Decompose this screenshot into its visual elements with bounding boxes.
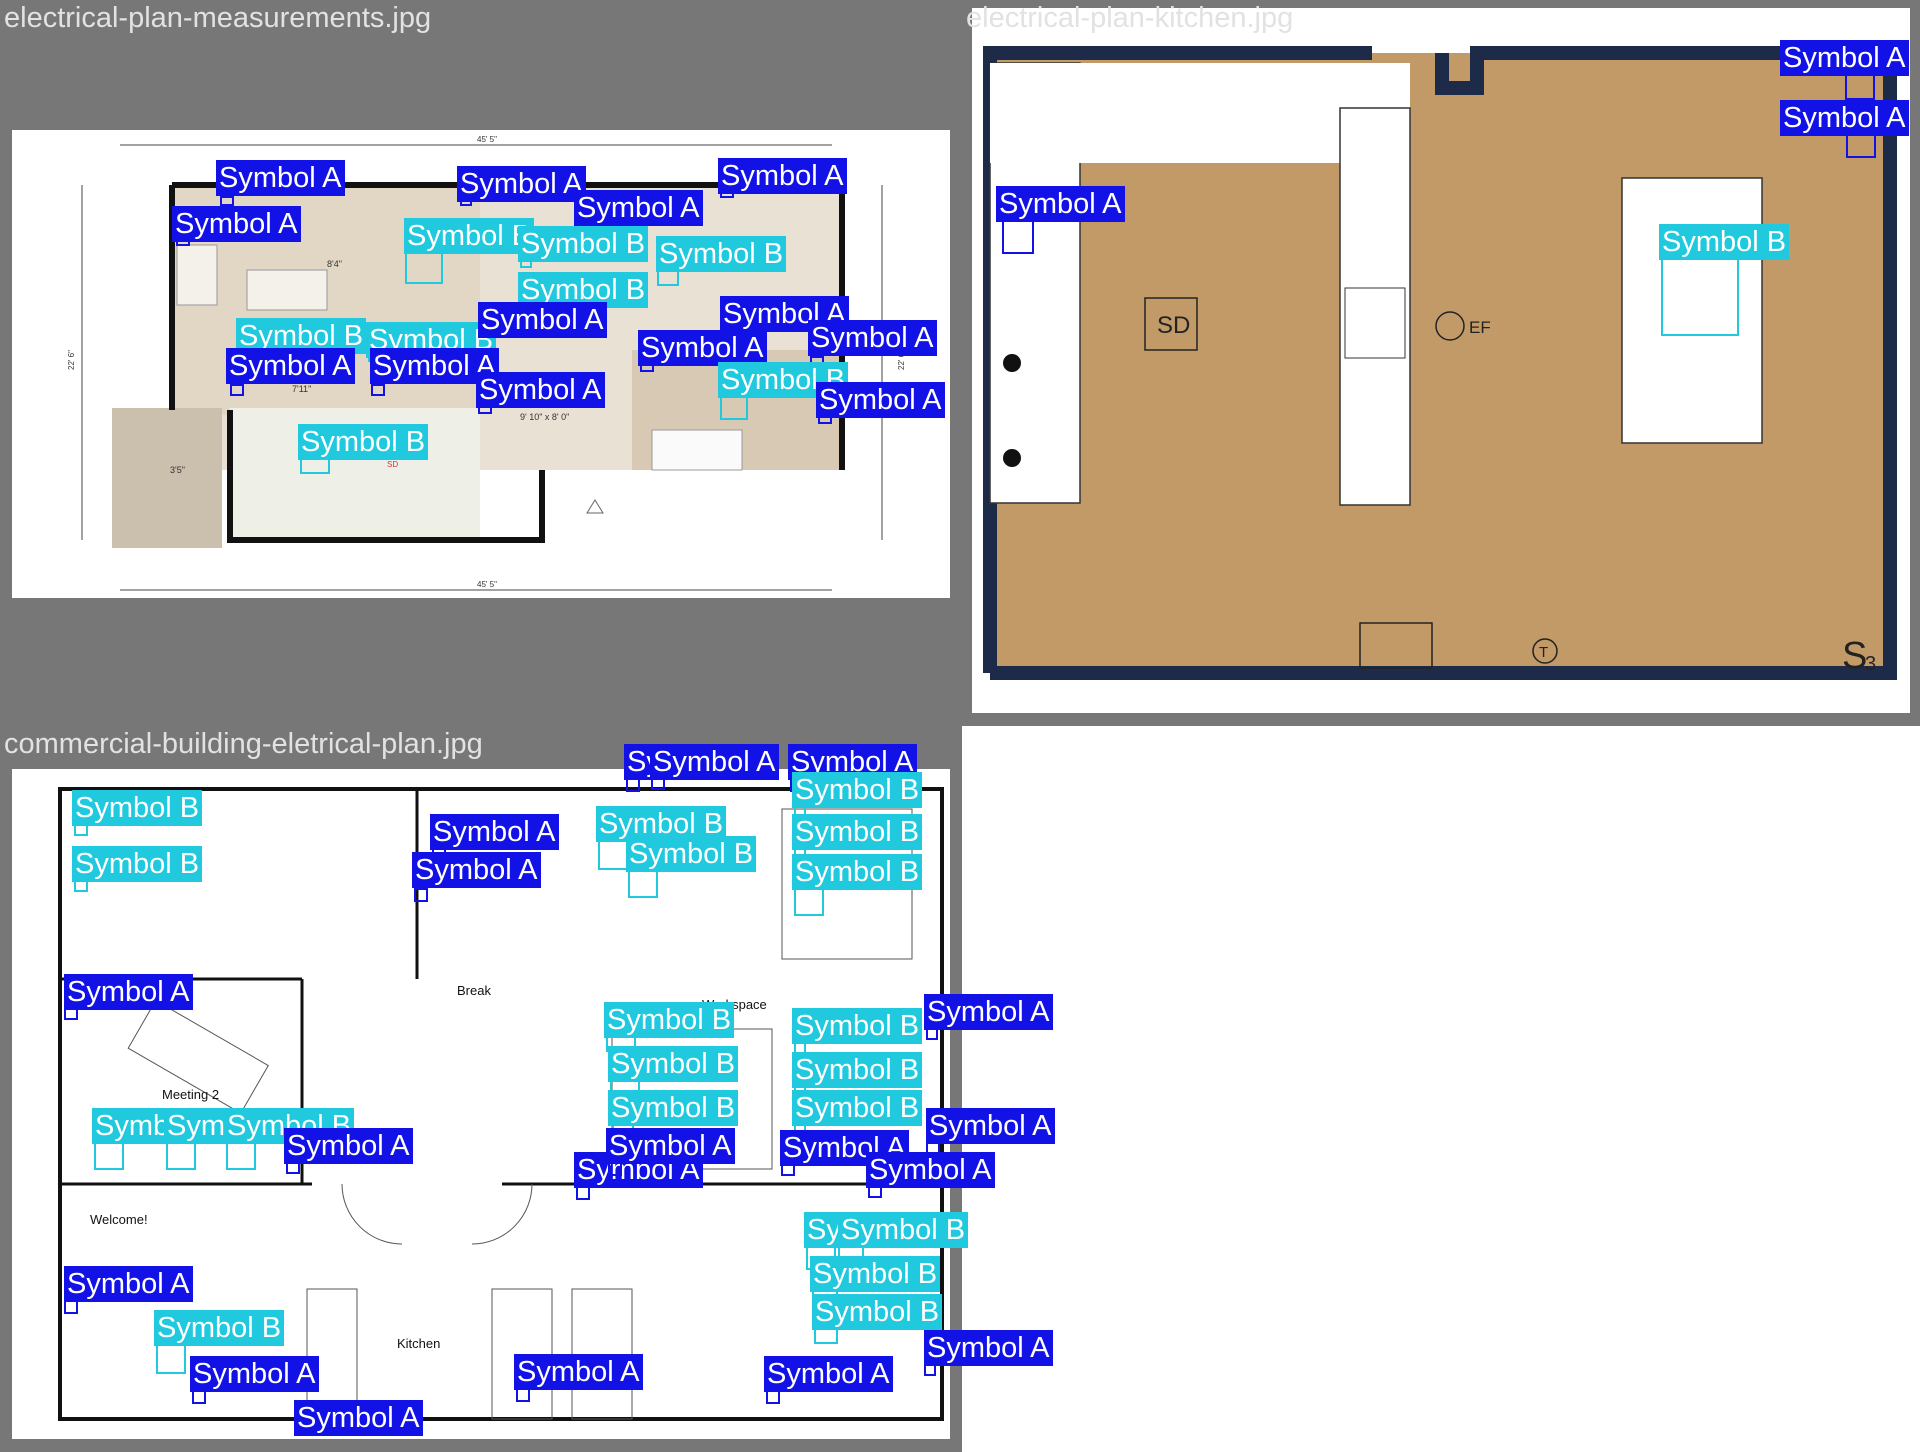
detection-label-symbol-a: Symbol A — [370, 348, 499, 384]
detection-label-symbol-b: Symbol B — [1659, 224, 1790, 260]
detection-label-symbol-b: Symbol B — [838, 1212, 969, 1248]
detection-box-symbol-b — [628, 868, 658, 898]
switch-label-sub: 3 — [1865, 653, 1876, 675]
dimension-room: 9' 10" x 8' 0" — [520, 412, 569, 422]
room-label-kitchen: Kitchen — [397, 1336, 440, 1351]
detection-box-symbol-a — [1845, 74, 1875, 100]
detection-label-symbol-b: Symbol B — [604, 1002, 735, 1038]
detection-label-symbol-a: Symbol A — [216, 160, 345, 196]
detection-label-symbol-a: Symbol A — [172, 206, 301, 242]
detection-label-symbol-a: Symbol A — [430, 814, 559, 850]
detection-box-symbol-a — [1846, 134, 1876, 158]
panel-kitchen: SD EF S 3 T electrical-plan-kitchen.jpg — [962, 0, 1920, 726]
detection-box-symbol-a — [64, 1300, 78, 1314]
detection-label-symbol-a: Symbol A — [718, 158, 847, 194]
detection-label-symbol-a: Symbol A — [190, 1356, 319, 1392]
detection-box-symbol-a — [371, 384, 385, 396]
detection-label-symbol-a: Symbol A — [574, 190, 703, 226]
detection-label-symbol-a: Symbol A — [294, 1400, 423, 1436]
detection-label-symbol-b: Symbol B — [626, 836, 757, 872]
detection-box-symbol-a — [576, 1186, 590, 1200]
detection-label-symbol-a: Symbol A — [996, 186, 1125, 222]
detection-label-symbol-b: Symbol B — [792, 1008, 923, 1044]
detection-label-symbol-a: Symbol A — [476, 372, 605, 408]
switch-label: S — [1842, 635, 1867, 677]
detection-label-symbol-a: Symbol A — [816, 382, 945, 418]
detection-label-symbol-b: Symbol B — [656, 236, 787, 272]
detection-label-symbol-b: Symbol B — [792, 1052, 923, 1088]
dimension-right: 22' 6" — [897, 350, 906, 370]
detection-label-symbol-b: Symbol B — [72, 790, 203, 826]
detection-label-symbol-b: Symbol B — [608, 1046, 739, 1082]
dimension-hall: 7'11" — [292, 384, 311, 394]
room-label-welcome: Welcome! — [90, 1212, 148, 1227]
detection-box-symbol-b — [1661, 252, 1739, 336]
detection-box-symbol-a — [608, 1162, 622, 1176]
detection-label-symbol-a: Symbol A — [808, 320, 937, 356]
thermostat-label: T — [1539, 644, 1548, 661]
detection-box-symbol-b — [156, 1344, 186, 1374]
dimension-top: 45' 5" — [477, 135, 497, 144]
detection-label-symbol-a: Symbol A — [514, 1354, 643, 1390]
detection-label-symbol-a: Symbol A — [924, 1330, 1053, 1366]
detection-label-symbol-a: Symbol A — [638, 330, 767, 366]
detection-label-symbol-b: Symbol B — [298, 424, 429, 460]
detection-label-symbol-b: Symbol B — [72, 846, 203, 882]
detection-label-symbol-a: Symbol A — [924, 994, 1053, 1030]
detection-label-symbol-b: Symbol B — [154, 1310, 285, 1346]
detection-label-symbol-a: Symbol A — [64, 974, 193, 1010]
detection-label-symbol-b: Symbol B — [792, 1090, 923, 1126]
detection-label-symbol-a: Symbol A — [284, 1128, 413, 1164]
dimension-bottom: 45' 5" — [477, 580, 497, 589]
detection-box-symbol-b — [598, 840, 628, 870]
detection-label-symbol-a: Symbol A — [412, 852, 541, 888]
detection-label-symbol-b: Symbol B — [810, 1256, 941, 1292]
detection-label-symbol-a: Symbol A — [226, 348, 355, 384]
detection-label-symbol-a: Symbol A — [457, 166, 586, 202]
detection-label-symbol-b: Symbol B — [792, 814, 923, 850]
detection-label-symbol-b: Symbol B — [792, 854, 923, 890]
panel-title: electrical-plan-measurements.jpg — [4, 2, 432, 34]
detection-label-symbol-a: Symbol A — [764, 1356, 893, 1392]
detection-label-symbol-a: Symbol A — [650, 744, 779, 780]
detection-box-symbol-b — [226, 1140, 256, 1170]
panel-title: commercial-building-eletrical-plan.jpg — [4, 728, 483, 760]
smoke-detector-label: SD — [387, 460, 398, 469]
detection-label-symbol-b: Symbol B — [792, 772, 923, 808]
detection-box-symbol-a — [220, 196, 234, 206]
detection-box-symbol-a — [766, 1390, 780, 1404]
detection-label-symbol-b: Symbol B — [518, 226, 649, 262]
detection-label-symbol-a: Symbol A — [926, 1108, 1055, 1144]
detection-label-symbol-b: Symbol B — [404, 218, 535, 254]
detection-label-symbol-a: Symbol A — [606, 1128, 735, 1164]
detection-label-symbol-a: Symbol A — [64, 1266, 193, 1302]
detection-box-symbol-a — [230, 384, 244, 396]
panel-title: electrical-plan-kitchen.jpg — [966, 2, 1294, 34]
dimension-living: 8'4" — [327, 259, 342, 269]
detection-box-symbol-a — [1002, 220, 1034, 254]
room-label-break: Break — [457, 983, 491, 998]
detection-box-symbol-a — [516, 1388, 530, 1402]
detection-label-symbol-a: Symbol A — [478, 302, 607, 338]
detection-box-symbol-a — [192, 1390, 206, 1404]
kitchen-plan-drawing: SD EF S 3 T — [972, 8, 1910, 713]
detection-label-symbol-a: Symbol A — [1780, 100, 1909, 136]
exhaust-fan-text: EF — [1469, 318, 1491, 337]
detection-label-symbol-b: Symbol B — [608, 1090, 739, 1126]
detection-box-symbol-b — [166, 1140, 196, 1170]
dimension-left: 22' 6" — [67, 350, 76, 370]
dimension-balcony: 3'5" — [170, 465, 185, 475]
detection-label-symbol-a: Symbol A — [1780, 40, 1909, 76]
detection-box-symbol-b — [794, 886, 824, 916]
room-label-meeting: Meeting 2 — [162, 1087, 219, 1102]
detection-box-symbol-b — [94, 1140, 124, 1170]
smoke-detector-text: SD — [1157, 312, 1190, 339]
detection-label-symbol-a: Symbol A — [866, 1152, 995, 1188]
detection-label-symbol-b: Symbol B — [812, 1294, 943, 1330]
kitchen-plan-image: SD EF S 3 T — [972, 8, 1910, 713]
detection-box-symbol-a — [414, 888, 428, 902]
